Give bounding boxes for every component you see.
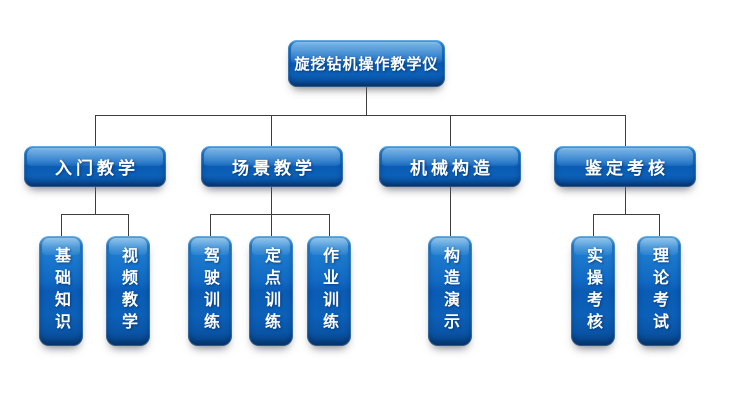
connector-line [271, 187, 272, 236]
leaf-label: 构造演示 [441, 247, 460, 335]
connector-line [625, 115, 626, 146]
leaf-label: 驾驶训练 [201, 247, 220, 335]
connector-line [95, 115, 626, 116]
leaf-driving-training[interactable]: 驾驶训练 [188, 236, 232, 346]
branch-label: 场景教学 [232, 159, 316, 179]
connector-line [450, 115, 451, 146]
leaf-operation-training[interactable]: 作业训练 [307, 236, 351, 346]
leaf-label: 定点训练 [262, 247, 281, 335]
branch-label: 机械构造 [410, 159, 494, 179]
connector-line [450, 187, 451, 236]
connector-line [625, 187, 626, 214]
leaf-label: 实操考核 [584, 247, 603, 335]
leaf-structure-demo[interactable]: 构造演示 [428, 236, 472, 346]
connector-line [95, 115, 96, 146]
branch-machine-structure[interactable]: 机械构造 [379, 146, 521, 187]
connector-line [61, 214, 62, 236]
leaf-label: 基础知识 [52, 247, 71, 335]
branch-scene-teaching[interactable]: 场景教学 [201, 146, 343, 187]
leaf-basic-knowledge[interactable]: 基础知识 [39, 236, 83, 346]
leaf-practical-exam[interactable]: 实操考核 [571, 236, 615, 346]
leaf-label: 作业训练 [320, 247, 339, 335]
connector-line [210, 214, 330, 215]
branch-label: 入门教学 [55, 159, 139, 179]
leaf-label: 理论考试 [650, 247, 669, 335]
connector-line [95, 187, 96, 214]
connector-line [659, 214, 660, 236]
branch-assessment[interactable]: 鉴定考核 [554, 146, 696, 187]
connector-line [593, 214, 660, 215]
node-root-label: 旋挖钻机操作教学仪 [294, 55, 439, 73]
connector-line [271, 115, 272, 146]
connector-line [128, 214, 129, 236]
leaf-video-teaching[interactable]: 视频教学 [106, 236, 150, 346]
connector-line [329, 214, 330, 236]
leaf-label: 视频教学 [119, 247, 138, 335]
branch-label: 鉴定考核 [585, 159, 669, 179]
connector-line [210, 214, 211, 236]
leaf-fixed-point-training[interactable]: 定点训练 [249, 236, 293, 346]
node-root[interactable]: 旋挖钻机操作教学仪 [288, 40, 445, 87]
connector-line [366, 87, 367, 115]
connector-line [593, 214, 594, 236]
leaf-theory-exam[interactable]: 理论考试 [637, 236, 681, 346]
connector-line [61, 214, 129, 215]
branch-intro-teaching[interactable]: 入门教学 [24, 146, 166, 187]
